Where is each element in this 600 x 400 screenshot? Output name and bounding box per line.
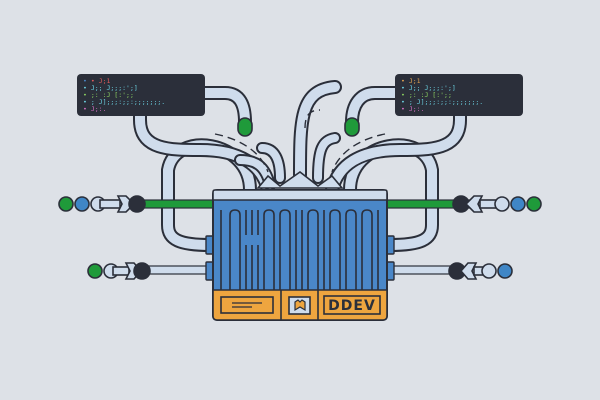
svg-text:• J;:.: • J;:.	[401, 105, 424, 113]
splash-zigzag	[256, 171, 344, 189]
left-bottom-connector	[87, 262, 151, 280]
container-footer	[212, 289, 388, 321]
light-node	[481, 263, 497, 279]
bookmark-icon	[294, 299, 306, 312]
svg-text:• ;: :J [:';;: • ;: :J [:';;	[401, 91, 452, 99]
left-top-connector	[58, 195, 146, 213]
ddev-brand-label: DDEV	[328, 298, 376, 314]
dashed-arcs	[214, 109, 386, 173]
svg-text:• ; J];;;:;;:;;;;;;;.: • ; J];;;:;;:;;;;;;;.	[401, 98, 483, 106]
right-bottom-connector	[448, 262, 513, 280]
light-node	[494, 196, 510, 212]
svg-text:• • J;1: • • J;1	[83, 77, 110, 85]
right-green-cap	[344, 117, 360, 137]
left-green-cap	[237, 117, 253, 137]
brand-plate	[323, 295, 381, 315]
blue-node	[497, 263, 513, 279]
blue-node	[510, 196, 526, 212]
right-top-connector	[452, 195, 542, 213]
green-node	[526, 196, 542, 212]
loop-pipes	[133, 78, 467, 252]
svg-text:• J;1: • J;1	[401, 77, 421, 85]
right-code-panel: • J;1 • J;; J;;;:';] • ;: :J [:';; • ; J…	[395, 74, 523, 116]
green-node	[58, 196, 74, 212]
ddev-container: DDEV	[205, 189, 395, 321]
svg-text:• J;:.: • J;:.	[83, 105, 106, 113]
green-node	[87, 263, 103, 279]
container-grille	[220, 209, 379, 290]
svg-text:• ;: :J [:';;: • ;: :J [:';;	[83, 91, 134, 99]
svg-text:• J;; J;;;:';]: • J;; J;;;:';]	[401, 84, 456, 92]
svg-text:• ; J];;;:;;:;;;;;;;.: • ; J];;;:;;:;;;;;;;.	[83, 98, 165, 106]
label-plate	[220, 296, 274, 314]
dark-node	[133, 262, 151, 280]
svg-text:• J;; J;;;:';]: • J;; J;;;:';]	[83, 84, 138, 92]
blue-node	[74, 196, 90, 212]
dark-node	[128, 195, 146, 213]
left-code-panel: • • J;1 • J;; J;;;:';] • ;: :J [:';; • ;…	[77, 74, 205, 116]
